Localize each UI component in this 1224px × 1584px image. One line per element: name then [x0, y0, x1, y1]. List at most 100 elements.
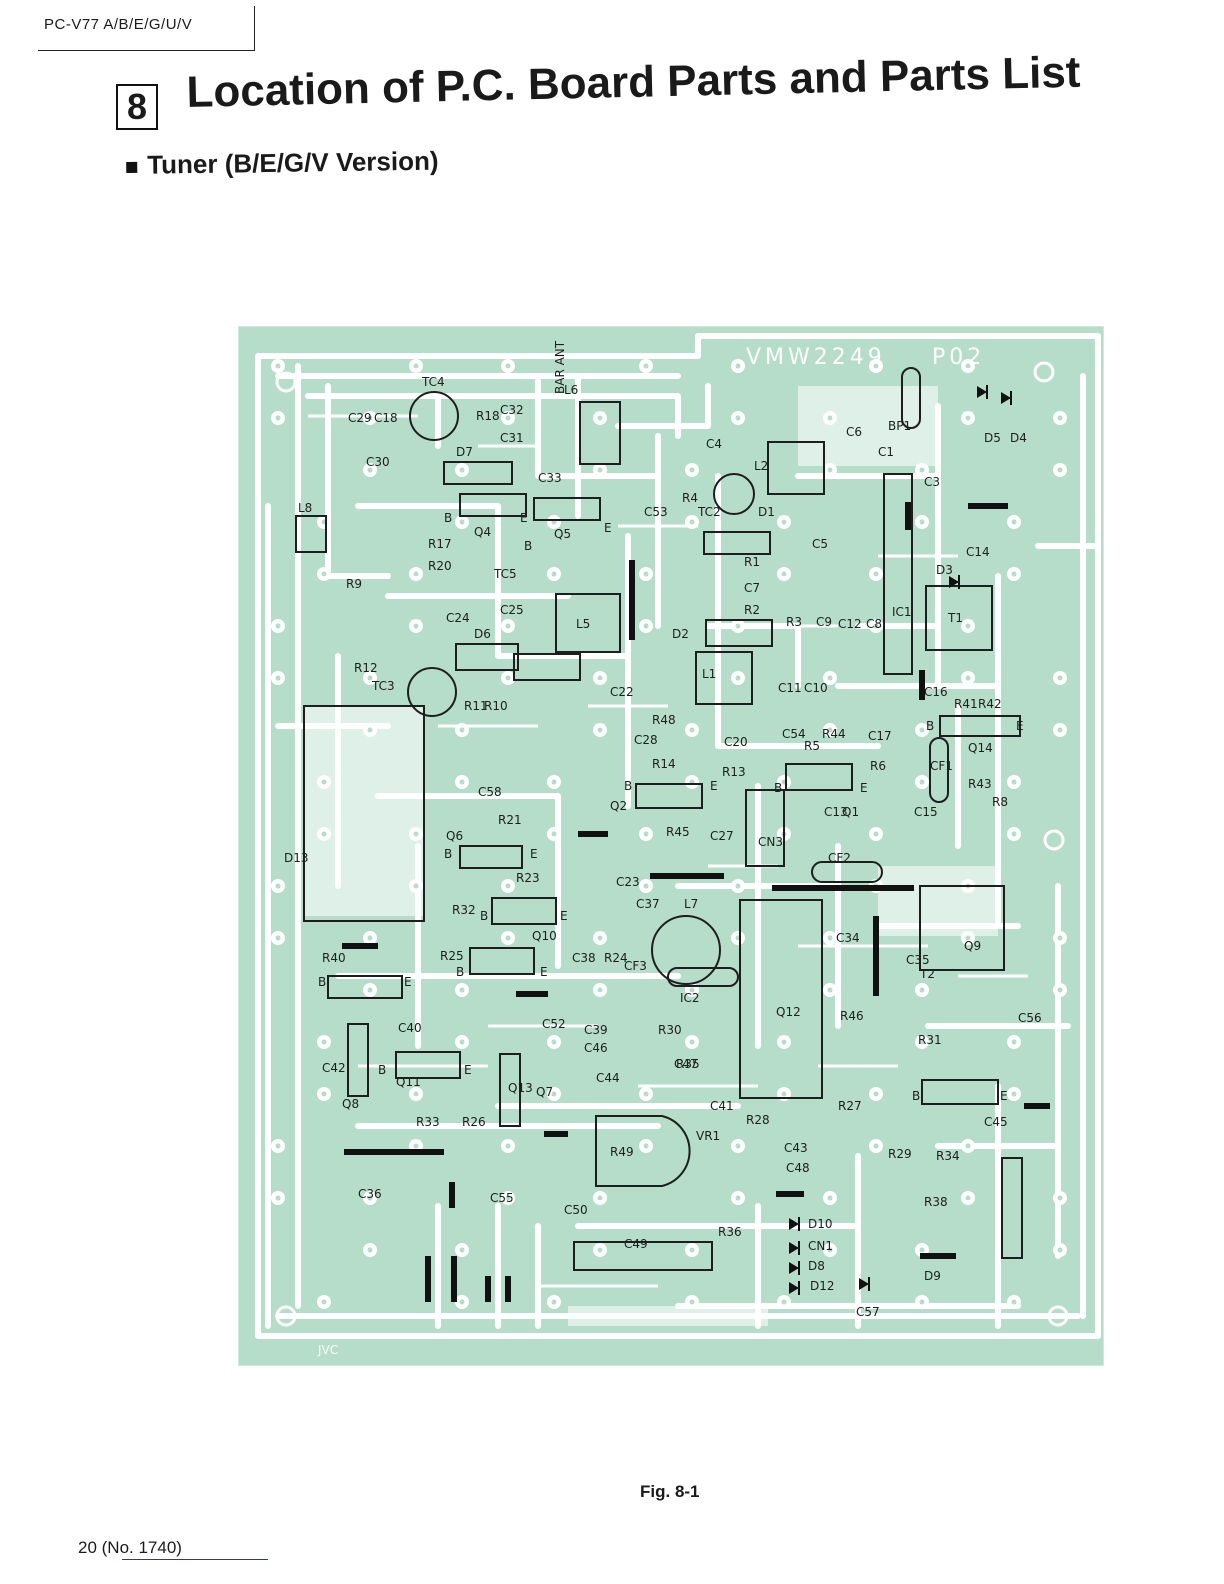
- label-d1: D1: [758, 505, 775, 519]
- label-l8: L8: [298, 501, 312, 515]
- label-c23: C23: [616, 875, 640, 889]
- label-t2: T2: [919, 967, 935, 981]
- label-r21: R21: [498, 813, 522, 827]
- label-q8: Q8: [342, 1097, 359, 1111]
- label-c16: C16: [924, 685, 948, 699]
- label-t1: T1: [947, 611, 963, 625]
- subtitle-text: Tuner (B/E/G/V Version): [146, 145, 439, 180]
- label-r26: R26: [462, 1115, 486, 1129]
- component-outlines: [295, 367, 1050, 1302]
- label-c5: C5: [812, 537, 828, 551]
- label-q10: Q10: [532, 929, 557, 943]
- label-c48: C48: [786, 1161, 810, 1175]
- label-d3: D3: [936, 563, 953, 577]
- label-c38: C38: [572, 951, 596, 965]
- label-c55: C55: [490, 1191, 514, 1205]
- pin-letter: E: [860, 781, 868, 795]
- solder-pads: [271, 359, 1069, 1327]
- label-c15: C15: [914, 805, 938, 819]
- label-c1: C1: [878, 445, 894, 459]
- label-d5: D5: [984, 431, 1001, 445]
- label-c39: C39: [584, 1023, 608, 1037]
- pin-letter: B: [456, 965, 464, 979]
- label-c53: C53: [644, 505, 668, 519]
- label-d4: D4: [1010, 431, 1027, 445]
- label-r11: R11: [464, 699, 488, 713]
- model-header-box: [38, 6, 255, 51]
- label-r3: R3: [786, 615, 802, 629]
- label-r34: R34: [936, 1149, 960, 1163]
- label-c3: C3: [924, 475, 940, 489]
- label-r4: R4: [682, 491, 698, 505]
- label-l1: L1: [702, 667, 716, 681]
- label-r45: R45: [666, 825, 690, 839]
- label-c49: C49: [624, 1237, 648, 1251]
- pin-letter: E: [530, 847, 538, 861]
- pin-letter: B: [624, 779, 632, 793]
- label-r24: R24: [604, 951, 628, 965]
- label-vr1: VR1: [696, 1129, 720, 1143]
- label-r30: R30: [658, 1023, 682, 1037]
- label-r42: R42: [978, 697, 1002, 711]
- pin-letter: B: [912, 1089, 920, 1103]
- label-r20: R20: [428, 559, 452, 573]
- label-c54: C54: [782, 727, 806, 741]
- maker-logo: JVC: [317, 1343, 338, 1357]
- pin-letter: E: [710, 779, 718, 793]
- label-r5: R5: [804, 739, 820, 753]
- label-q13: Q13: [508, 1081, 533, 1095]
- pin-letter: B: [444, 847, 452, 861]
- label-c40: C40: [398, 1021, 422, 1035]
- label-q4: Q4: [474, 525, 491, 539]
- label-cf3: CF3: [624, 959, 647, 973]
- label-r8: R8: [992, 795, 1008, 809]
- label-d7: D7: [456, 445, 473, 459]
- label-c50: C50: [564, 1203, 588, 1217]
- label-c58: C58: [478, 785, 502, 799]
- label-q14: Q14: [968, 741, 993, 755]
- label-c30: C30: [366, 455, 390, 469]
- label-q11: Q11: [396, 1075, 421, 1089]
- label-r49: R49: [610, 1145, 634, 1159]
- label-ic1: IC1: [892, 605, 912, 619]
- label-c36: C36: [358, 1187, 382, 1201]
- pin-letter: B: [318, 975, 326, 989]
- label-c43: C43: [784, 1141, 808, 1155]
- label-c14: C14: [966, 545, 990, 559]
- pin-letter: B: [774, 781, 782, 795]
- pin-letter: E: [1000, 1089, 1008, 1103]
- section-number: 8: [116, 84, 158, 130]
- label-r1: R1: [744, 555, 760, 569]
- label-r48: R48: [652, 713, 676, 727]
- label-c31: C31: [500, 431, 524, 445]
- label-r13: R13: [722, 765, 746, 779]
- label-c7: C7: [744, 581, 760, 595]
- label-c28: C28: [634, 733, 658, 747]
- label-l2: L2: [754, 459, 768, 473]
- bullet-icon: [126, 161, 138, 173]
- label-c18: C18: [374, 411, 398, 425]
- label-c45: C45: [984, 1115, 1008, 1129]
- label-c24: C24: [446, 611, 470, 625]
- pin-letter: B: [524, 539, 532, 553]
- copper-traces: [255, 333, 1101, 1339]
- label-d8: D8: [808, 1259, 825, 1273]
- model-code: PC-V77 A/B/E/G/U/V: [44, 16, 193, 33]
- label-bp1: BP1: [888, 419, 911, 433]
- pin-letter: E: [604, 521, 612, 535]
- label-r44: R44: [822, 727, 846, 741]
- label-c12: C12: [838, 617, 862, 631]
- label-c11: C11: [778, 681, 802, 695]
- label-c57: C57: [856, 1305, 880, 1319]
- pin-letter: E: [540, 965, 548, 979]
- label-c29: C29: [348, 411, 372, 425]
- label-q5: Q5: [554, 527, 571, 541]
- label-r10: R10: [484, 699, 508, 713]
- label-d6: D6: [474, 627, 491, 641]
- page-number: 20 (No. 1740): [78, 1538, 182, 1557]
- label-r36: R36: [718, 1225, 742, 1239]
- label-tc4: TC4: [421, 375, 445, 389]
- label-r2: R2: [744, 603, 760, 617]
- pin-letter: B: [480, 909, 488, 923]
